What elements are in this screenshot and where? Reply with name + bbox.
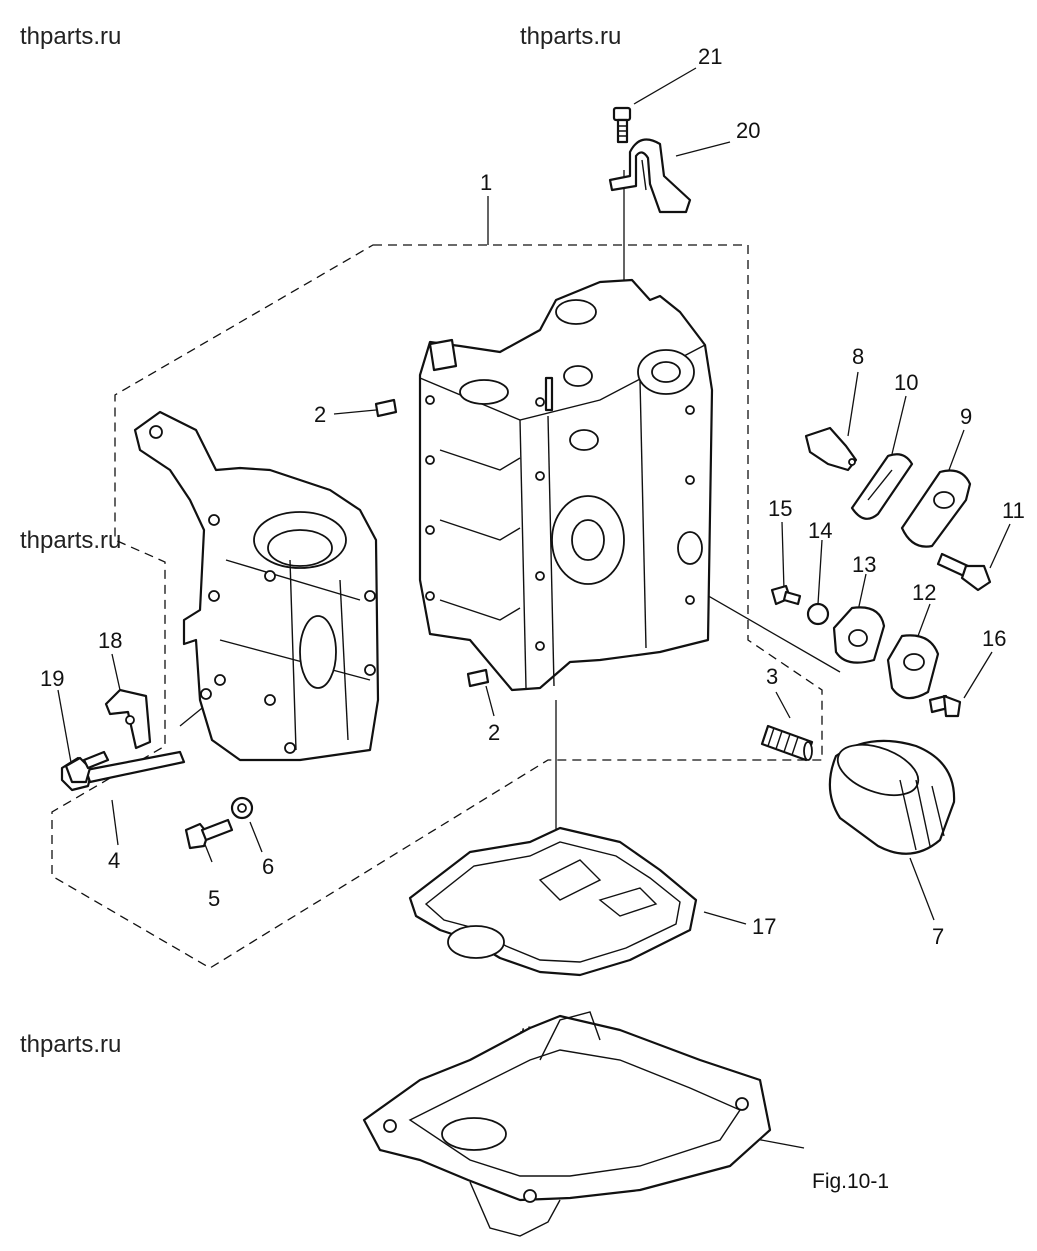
- leader-7: [909, 857, 935, 921]
- callout-6: 6: [262, 854, 274, 879]
- housing-12-icon: [886, 634, 940, 700]
- dowel-pin-2-lower-icon: [466, 668, 490, 688]
- callout-8: 8: [852, 344, 864, 369]
- callout-15: 15: [768, 496, 792, 521]
- callout-7: 7: [932, 924, 944, 949]
- dowel-pin-2-upper-icon: [374, 398, 398, 418]
- leader-2a: [333, 409, 377, 415]
- watermark-top-center: thparts.ru: [520, 23, 621, 50]
- bolt-15-icon: [770, 584, 802, 606]
- bolt-16-icon: [928, 694, 962, 718]
- callout-11: 11: [1002, 498, 1025, 523]
- bracket-18-icon: [104, 688, 152, 750]
- assembly-group-outline: [51, 244, 823, 969]
- watermark-top-left: thparts.ru: [20, 23, 121, 50]
- callout-10: 10: [894, 370, 918, 395]
- callout-2-upper: 2: [314, 402, 326, 427]
- leader-21: [633, 67, 697, 105]
- callout-16: 16: [982, 626, 1006, 651]
- cylinder-block-1-icon: [418, 278, 714, 692]
- oil-pan-icon: [362, 1011, 772, 1237]
- bolt-21-icon: [612, 106, 632, 144]
- leader-3: [775, 691, 791, 719]
- leader-18: [111, 653, 121, 691]
- leader-12: [917, 603, 931, 637]
- gasket-10-icon: [850, 453, 914, 520]
- clamp-bracket-20-icon: [608, 138, 692, 214]
- plug-3-icon: [760, 724, 814, 762]
- callout-19: 19: [40, 666, 64, 691]
- watermark-bottom-left: thparts.ru: [20, 1031, 121, 1058]
- cover-9-icon: [900, 469, 972, 548]
- callout-9: 9: [960, 404, 972, 429]
- leader-15: [781, 521, 785, 591]
- leader-8: [847, 371, 859, 437]
- callout-14: 14: [808, 518, 832, 543]
- bolt-11-icon: [936, 552, 992, 592]
- watermark-mid-left: thparts.ru: [20, 527, 121, 554]
- crankcase-1-icon: [133, 410, 380, 762]
- callout-5: 5: [208, 886, 220, 911]
- leader-11: [989, 523, 1011, 569]
- callout-17: 17: [752, 914, 776, 939]
- leader-19: [57, 689, 73, 769]
- bolt-19-icon: [64, 750, 110, 784]
- callout-21: 21: [698, 44, 722, 69]
- leader-10: [891, 395, 907, 455]
- oil-filter-7-icon: [828, 739, 956, 855]
- gasket-17-icon: [408, 826, 698, 977]
- leader-14: [817, 539, 823, 605]
- washer-6-icon: [230, 796, 254, 820]
- leader-20: [675, 141, 731, 157]
- callout-13: 13: [852, 552, 876, 577]
- callout-2-lower: 2: [488, 720, 500, 745]
- leader-16: [963, 651, 993, 699]
- gasket-13-icon: [832, 606, 886, 664]
- leader-17: [703, 911, 747, 925]
- bolt-5-icon: [184, 818, 234, 850]
- callout-4: 4: [108, 848, 120, 873]
- callout-18: 18: [98, 628, 122, 653]
- leader-6: [249, 821, 263, 853]
- leader-2b: [485, 685, 495, 717]
- callout-12: 12: [912, 580, 936, 605]
- spacer-14-icon: [806, 602, 830, 626]
- callout-1: 1: [480, 170, 492, 195]
- callout-labels: 1 2 2 3 4 5 6 7 8 9 10 11 12 13 14 15 16…: [40, 44, 1025, 949]
- callout-3: 3: [766, 664, 778, 689]
- callout-20: 20: [736, 118, 760, 143]
- leader-4: [111, 799, 119, 846]
- sensor-8-icon: [804, 426, 858, 472]
- figure-label: Fig.10-1: [812, 1170, 889, 1193]
